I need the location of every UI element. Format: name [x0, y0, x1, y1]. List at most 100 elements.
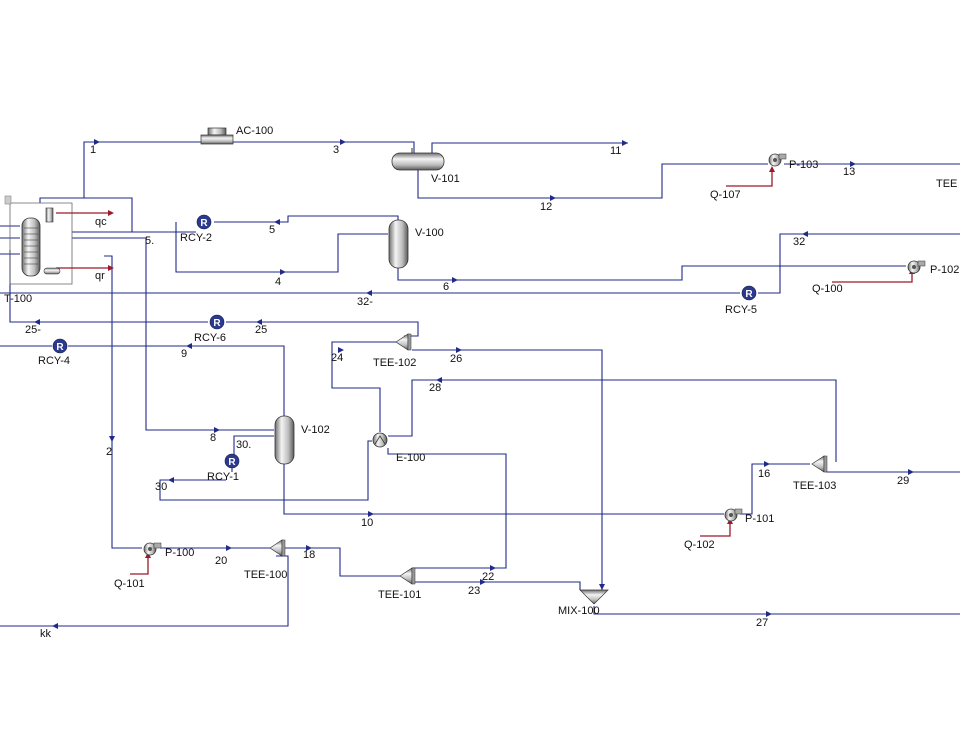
p-103-pump[interactable]	[768, 153, 787, 167]
label-stream-32dash: 32-	[357, 296, 373, 308]
label-stream-9: 9	[181, 348, 187, 360]
stream-18-line[interactable]	[284, 547, 400, 577]
label-stream-25: 25	[255, 324, 267, 336]
label-stream-27: 27	[756, 617, 768, 629]
label-stream-18: 18	[303, 549, 315, 561]
stream-kk-line[interactable]	[0, 555, 289, 627]
label-stream-23: 23	[468, 585, 480, 597]
stream-9-line[interactable]	[68, 345, 285, 418]
stream-10-line[interactable]	[283, 462, 724, 515]
rcy-4-symbol: R	[56, 342, 64, 353]
label-stream-11: 11	[610, 145, 621, 157]
stream-28-line[interactable]	[388, 379, 837, 462]
stream-30dot-line[interactable]	[233, 435, 274, 462]
mix-100-mixer[interactable]	[579, 589, 609, 605]
label-rcy-5: RCY-5	[725, 304, 757, 316]
stream-5-line[interactable]	[214, 215, 399, 238]
label-rcy-6: RCY-6	[194, 332, 226, 344]
rcy-6-recycle[interactable]: R	[209, 314, 225, 330]
rcy-2-symbol: R	[200, 218, 208, 229]
label-stream-29: 29	[897, 475, 909, 487]
rcy-5-symbol: R	[745, 289, 753, 300]
rcy-1-symbol: R	[228, 457, 236, 468]
stream-8-line[interactable]	[72, 237, 274, 431]
label-stream-22: 22	[482, 571, 494, 583]
label-ac-100: AC-100	[236, 125, 273, 137]
label-stream-4: 4	[275, 276, 281, 288]
p-101-pump[interactable]	[724, 508, 743, 522]
label-q-100: Q-100	[812, 283, 843, 295]
energy-q101-line[interactable]	[130, 556, 149, 575]
energy-q100-line[interactable]	[832, 272, 913, 283]
stream-4-line[interactable]	[175, 222, 388, 273]
stream-27-line[interactable]	[593, 606, 960, 615]
energy-q102-line[interactable]	[700, 522, 731, 537]
label-rcy-2: RCY-2	[180, 232, 212, 244]
label-q-102: Q-102	[684, 539, 715, 551]
stream-3-line[interactable]	[232, 141, 415, 154]
label-tee-101: TEE-101	[378, 589, 421, 601]
label-rcy-4: RCY-4	[38, 355, 70, 367]
stream-1-line[interactable]	[83, 141, 204, 198]
label-stream-5dot: 5.	[145, 235, 154, 247]
tee-102-splitter[interactable]	[395, 333, 412, 351]
v-101-separator[interactable]	[391, 148, 445, 171]
t-100-distillation-column[interactable]	[4, 195, 61, 277]
label-stream-32: 32	[793, 236, 805, 248]
stream-24-line[interactable]	[331, 341, 396, 432]
label-p-103: P-103	[789, 159, 818, 171]
e-100-heat-exchanger[interactable]	[372, 432, 388, 448]
rcy-1-recycle[interactable]: R	[224, 453, 240, 469]
rcy-5-recycle[interactable]: R	[741, 285, 757, 301]
unit-labels: AC-100 V-101 V-100 V-102 T-100 P-103 P-1…	[4, 125, 959, 617]
label-stream-3: 3	[333, 144, 339, 156]
stream-16-line[interactable]	[740, 463, 810, 515]
v-100-separator[interactable]	[388, 219, 409, 269]
label-p-100: P-100	[165, 547, 194, 559]
label-stream-28: 28	[429, 382, 441, 394]
energy-streams	[56, 166, 915, 575]
label-qr: qr	[95, 270, 105, 282]
rcy-6-symbol: R	[213, 318, 221, 329]
stream-32-line[interactable]	[758, 233, 960, 294]
label-stream-8: 8	[210, 432, 216, 444]
stream-2-line[interactable]	[104, 255, 142, 549]
stream-23-line[interactable]	[414, 581, 581, 590]
energy-q107-line[interactable]	[726, 170, 773, 187]
label-stream-6: 6	[443, 281, 449, 293]
tee-100-splitter[interactable]	[269, 539, 286, 557]
label-p-102: P-102	[930, 264, 959, 276]
rcy-4-recycle[interactable]: R	[52, 338, 68, 354]
v-102-separator[interactable]	[274, 415, 295, 465]
label-qc: qc	[95, 216, 107, 228]
label-v-102: V-102	[301, 424, 330, 436]
label-stream-24: 24	[331, 352, 343, 364]
stream-labels: 1 3 11 12 13 5. 5 4 6 32 32- 25 25- 9 8 …	[25, 144, 909, 640]
label-stream-12: 12	[540, 201, 552, 213]
rcy-2-recycle[interactable]: R	[196, 214, 212, 230]
stream-12-line[interactable]	[417, 163, 768, 199]
p-100-pump[interactable]	[143, 542, 162, 556]
stream-26-line[interactable]	[412, 349, 603, 590]
label-tee-103: TEE-103	[793, 480, 836, 492]
label-stream-10: 10	[361, 517, 373, 529]
label-stream-13: 13	[843, 166, 855, 178]
label-t-100: T-100	[4, 293, 32, 305]
energy-labels: Q-107 Q-100 Q-101 Q-102 qc qr	[95, 189, 843, 590]
tee-101-splitter[interactable]	[399, 567, 416, 585]
label-stream-26: 26	[450, 353, 462, 365]
material-streams	[0, 141, 960, 627]
stream-11-line[interactable]	[431, 142, 628, 153]
stream-e100-return-line	[387, 448, 507, 569]
ac-100-air-cooler[interactable]	[200, 127, 234, 145]
label-q-107: Q-107	[710, 189, 741, 201]
stream-6-line[interactable]	[397, 265, 906, 281]
p-102-pump[interactable]	[907, 260, 926, 274]
tee-103-splitter[interactable]	[811, 455, 828, 473]
stream-30-line[interactable]	[159, 440, 372, 501]
label-e-100: E-100	[396, 452, 425, 464]
label-stream-30: 30	[155, 481, 167, 493]
label-p-101: P-101	[745, 513, 774, 525]
label-q-101: Q-101	[114, 578, 145, 590]
